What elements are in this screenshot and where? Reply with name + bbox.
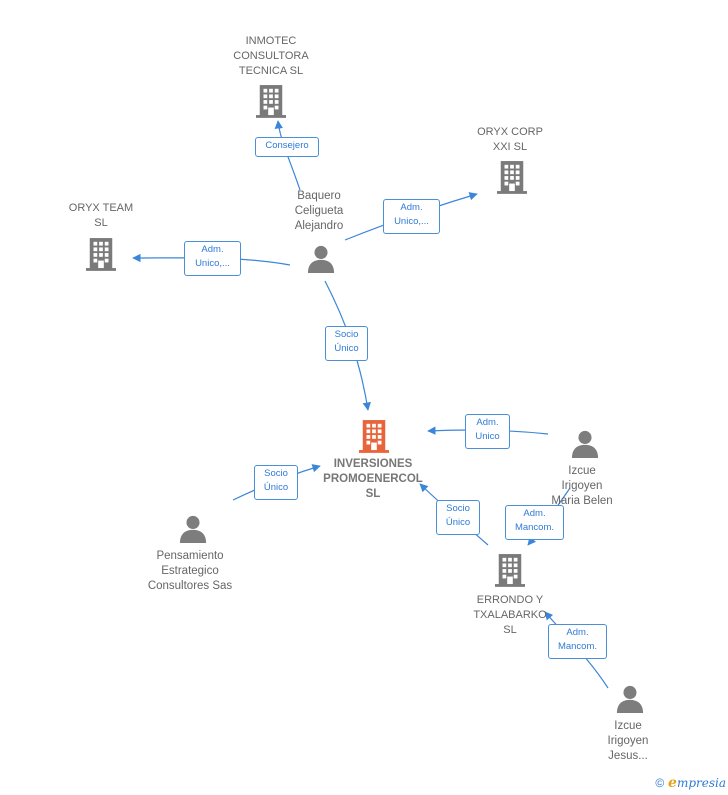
node-oryx-corp-label[interactable]: ORYX CORP XXI SL [477,126,543,153]
node-inmotec-label[interactable]: INMOTEC CONSULTORA TECNICA SL [233,35,309,77]
edge-label-mancom-jesus[interactable]: Adm. Mancom. [548,624,607,659]
edge-label-socio-baquero[interactable]: Socio Único [325,326,368,361]
node-pensamiento-label[interactable]: Pensamiento Estrategico Consultores Sas [147,550,233,592]
node-oryx-team-label[interactable]: ORYX TEAM SL [68,202,134,229]
oryx-team-building-icon [86,238,116,271]
copyright-symbol: © [655,776,665,790]
baquero-person-icon [307,245,335,273]
izcue-maria-person-icon [571,430,599,458]
brand-name: mpresia [676,776,726,790]
node-izcue-maria-label[interactable]: Izcue Irigoyen Maria Belen [551,465,613,507]
edge-label-consejero[interactable]: Consejero [255,137,319,157]
empresia-watermark: © empresia [655,775,726,791]
brand-initial: e [668,775,677,791]
main-company-building-icon [359,420,389,453]
edge-label-adm-oryx-team[interactable]: Adm. Unico,... [184,241,241,276]
node-main-company-label[interactable]: INVERSIONES PROMOENERCOL SL [323,458,423,500]
edge-label-socio-errondo[interactable]: Socio Único [436,500,480,535]
inmotec-building-icon [256,85,286,118]
edge-label-socio-pensamiento[interactable]: Socio Único [254,465,298,500]
errondo-building-icon [495,554,525,587]
node-baquero-label[interactable]: Baquero Celigueta Alejandro [294,190,344,232]
oryx-corp-building-icon [497,161,527,194]
node-izcue-jesus-label[interactable]: Izcue Irigoyen Jesus... [607,720,649,762]
edge-label-adm-maria[interactable]: Adm. Unico [465,414,510,449]
node-errondo-label[interactable]: ERRONDO Y TXALABARKO SL [473,594,547,636]
izcue-jesus-person-icon [616,685,644,713]
edge-label-adm-oryx-corp[interactable]: Adm. Unico,... [383,199,440,234]
edge-label-mancom-maria[interactable]: Adm. Mancom. [505,505,564,540]
pensamiento-person-icon [179,515,207,543]
